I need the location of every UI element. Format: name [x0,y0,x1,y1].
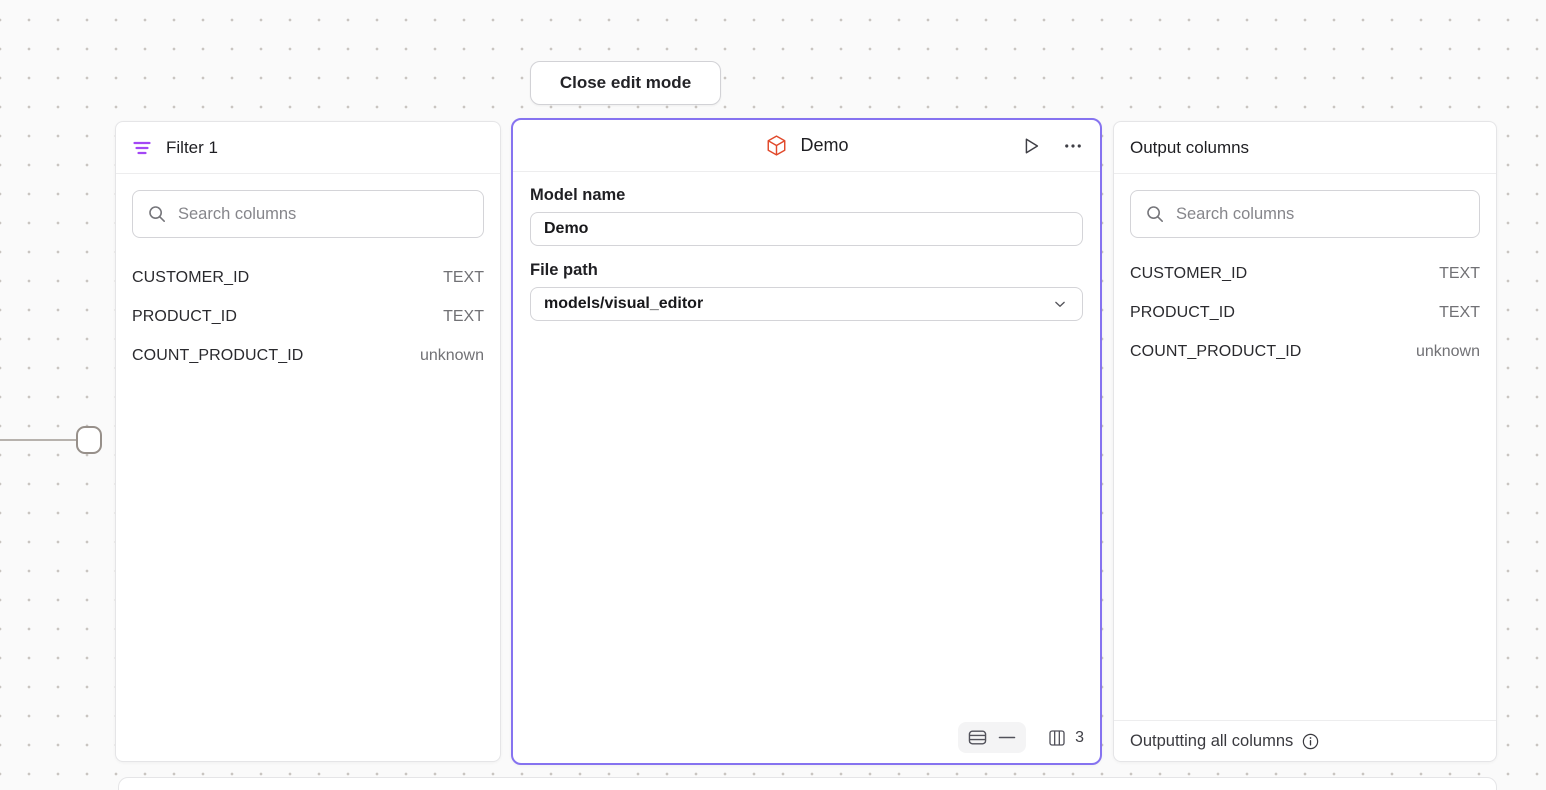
column-row[interactable]: CUSTOMER_ID TEXT [1130,254,1480,293]
run-model-button[interactable] [1018,133,1044,159]
file-path-select[interactable]: models/visual_editor [530,287,1083,321]
column-count-indicator[interactable]: 3 [1047,728,1084,748]
filter-search-input[interactable] [178,204,469,224]
filter-lines-icon [132,138,152,158]
demo-panel-body: Model name File path models/visual_edito… [513,172,1100,321]
column-row[interactable]: CUSTOMER_ID TEXT [132,258,484,297]
column-name: PRODUCT_ID [132,307,238,325]
column-type: unknown [1415,342,1480,360]
column-row[interactable]: COUNT_PRODUCT_ID unknown [1130,332,1480,371]
file-path-label: File path [530,261,598,279]
column-name: COUNT_PRODUCT_ID [132,346,304,364]
column-name: CUSTOMER_ID [132,268,250,286]
demo-panel-header: Demo [513,120,1100,172]
demo-panel-footer: 3 [958,722,1084,753]
output-search-input[interactable] [1176,204,1465,224]
close-edit-mode-label: Close edit mode [559,73,692,92]
filter-search-box[interactable] [132,190,484,238]
close-edit-mode-button[interactable]: Close edit mode [530,61,721,105]
model-name-label: Model name [530,186,626,204]
output-columns-panel[interactable]: Output columns CUSTOMER_ID TEXT PRODUCT_… [1113,121,1497,762]
column-type: TEXT [443,307,484,325]
column-row[interactable]: PRODUCT_ID TEXT [132,297,484,336]
info-icon[interactable] [1301,732,1320,751]
model-node-panel-selected[interactable]: Demo Model name File path [511,118,1102,765]
column-row[interactable]: COUNT_PRODUCT_ID unknown [132,336,484,375]
output-column-list: CUSTOMER_ID TEXT PRODUCT_ID TEXT COUNT_P… [1114,254,1496,371]
demo-panel-title-group: Demo [764,120,849,171]
column-type: TEXT [443,268,484,286]
row-count-indicator[interactable] [958,722,1027,753]
row-count-dash-icon [997,727,1017,748]
filter-panel-header: Filter 1 [116,122,500,174]
column-type: unknown [419,346,484,364]
output-search-box[interactable] [1130,190,1480,238]
model-cube-icon [764,134,787,157]
output-panel-footer: Outputting all columns [1114,720,1496,761]
column-name: CUSTOMER_ID [1130,264,1248,282]
column-name: PRODUCT_ID [1130,303,1236,321]
filter-node-panel[interactable]: Filter 1 CUSTOMER_ID TEXT PRODUCT_ID TEX… [115,121,501,762]
file-path-value: models/visual_editor [544,295,704,312]
demo-panel-title: Demo [800,135,849,155]
column-type: TEXT [1439,264,1480,282]
column-row[interactable]: PRODUCT_ID TEXT [1130,293,1480,332]
edge-connector-line [0,439,77,441]
filter-panel-title: Filter 1 [166,137,218,157]
bottom-panel[interactable] [118,777,1497,790]
output-panel-title: Output columns [1130,137,1250,157]
output-footer-text: Outputting all columns [1130,731,1294,750]
table-columns-icon [1047,728,1067,748]
column-type: TEXT [1439,303,1480,321]
demo-panel-actions [1018,120,1086,171]
model-name-input[interactable] [530,212,1083,246]
output-panel-header: Output columns [1114,122,1496,174]
column-count-value: 3 [1075,728,1084,746]
filter-column-list: CUSTOMER_ID TEXT PRODUCT_ID TEXT COUNT_P… [116,258,500,375]
table-rows-icon [967,727,988,748]
search-icon [1145,204,1165,224]
edge-connector-handle[interactable] [76,426,102,454]
more-options-icon[interactable] [1060,133,1086,159]
chevron-down-icon [1051,295,1069,313]
column-name: COUNT_PRODUCT_ID [1130,342,1302,360]
search-icon [147,204,167,224]
